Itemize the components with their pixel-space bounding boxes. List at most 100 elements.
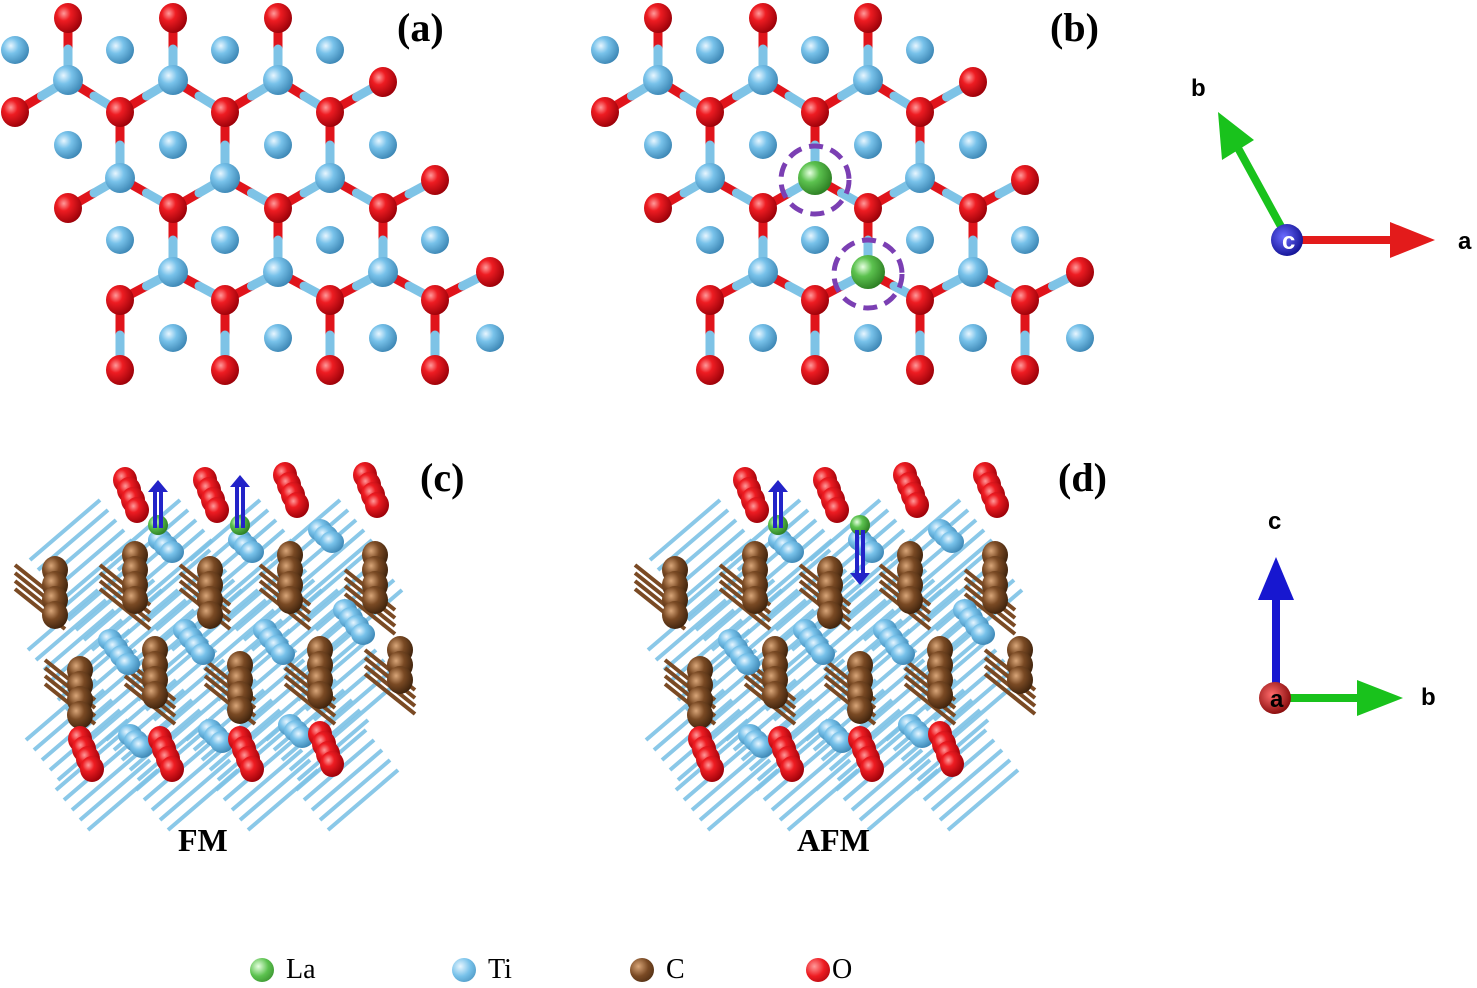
o-atom — [106, 285, 134, 315]
ti-atom — [854, 131, 882, 159]
c-atom — [362, 586, 388, 614]
ti-ti-bond — [918, 548, 992, 612]
ti-atom — [891, 643, 915, 665]
c-atom — [687, 701, 713, 729]
ti-ti-bond — [728, 498, 802, 562]
ti-atom — [801, 226, 829, 254]
ti-atom — [158, 65, 188, 95]
ti-ti-bond — [298, 548, 372, 612]
spin-arrowhead — [230, 475, 250, 487]
c-atom — [227, 696, 253, 724]
ti-ti-bond — [948, 678, 1022, 742]
c-bond — [98, 587, 152, 631]
c-atom-icon — [630, 958, 654, 982]
o-atom — [159, 3, 187, 33]
o-atom — [421, 355, 449, 385]
panel-c-structure — [13, 462, 417, 832]
ti-atom — [780, 541, 804, 563]
c-bond — [903, 682, 957, 726]
ti-atom — [263, 65, 293, 95]
ti-atom — [158, 257, 188, 287]
o-atom — [159, 193, 187, 223]
o-atom — [940, 751, 964, 777]
axis-a-dot — [1259, 682, 1291, 714]
la-atom — [768, 515, 788, 535]
legend-label-o: O — [832, 954, 853, 985]
c-atom — [662, 601, 688, 629]
ti-atom — [910, 726, 934, 748]
ti-ti-bond — [698, 758, 772, 822]
o-atom — [205, 497, 229, 523]
ti-atom — [476, 324, 504, 352]
o-atom — [854, 3, 882, 33]
ti-atom — [959, 324, 987, 352]
ti-atom — [116, 653, 140, 675]
ti-atom — [316, 226, 344, 254]
ti-ti-bond — [912, 528, 986, 592]
o-atom — [264, 3, 292, 33]
o-atom — [906, 97, 934, 127]
legend-item-la: La — [250, 952, 316, 988]
c-atom — [847, 696, 873, 724]
dopant-highlight-circle — [831, 237, 905, 311]
ti-atom — [696, 226, 724, 254]
legend-label-la: La — [286, 954, 316, 985]
la-atom — [148, 515, 168, 535]
o-atom — [696, 355, 724, 385]
ti-atom — [801, 36, 829, 64]
ti-atom — [830, 731, 854, 753]
spin-arrowhead — [850, 573, 870, 585]
ti-atom — [1066, 324, 1094, 352]
ti-atom — [53, 65, 83, 95]
c-bond — [718, 587, 772, 631]
o-atom — [1066, 257, 1094, 287]
ti-atom — [643, 65, 673, 95]
ti-atom — [320, 531, 344, 553]
ti-atom — [749, 131, 777, 159]
ti-atom — [736, 653, 760, 675]
ti-atom — [811, 643, 835, 665]
ti-atom — [271, 643, 295, 665]
ti-ti-bond — [28, 498, 102, 562]
ti-ti-bond — [778, 758, 852, 822]
axis-c-dot — [1271, 224, 1303, 256]
o-atom — [421, 285, 449, 315]
o-atom — [369, 193, 397, 223]
ti-atom — [130, 736, 154, 758]
panel-a-structure — [1, 3, 504, 385]
o-atom — [476, 257, 504, 287]
ti-atom — [315, 163, 345, 193]
axis-bottom-c-label: c — [1268, 508, 1282, 535]
o-atom — [644, 3, 672, 33]
legend-item-c: C — [630, 952, 685, 988]
o-atom — [264, 193, 292, 223]
ti-atom — [853, 65, 883, 95]
ti-atom — [696, 36, 724, 64]
ti-ti-bond — [770, 748, 844, 812]
ti-atom — [316, 36, 344, 64]
o-atom — [240, 756, 264, 782]
o-atom — [906, 355, 934, 385]
ti-ti-bond — [238, 758, 312, 822]
o-atom — [316, 285, 344, 315]
o-atom — [211, 285, 239, 315]
ti-atom — [854, 324, 882, 352]
ti-atom — [210, 731, 234, 753]
c-bond — [983, 672, 1037, 716]
o-atom — [316, 97, 344, 127]
ti-atom — [160, 541, 184, 563]
ti-ti-bond — [42, 608, 116, 672]
o-atom — [801, 97, 829, 127]
ti-atom — [264, 131, 292, 159]
c-bond — [363, 672, 417, 716]
legend-label-c: C — [666, 954, 685, 985]
ti-ti-bond — [858, 758, 932, 822]
o-atom — [749, 3, 777, 33]
o-atom-icon — [806, 958, 830, 982]
o-atom — [1011, 165, 1039, 195]
o-atom — [854, 193, 882, 223]
ti-atom — [368, 257, 398, 287]
c-atom — [742, 586, 768, 614]
c-bond — [343, 592, 397, 636]
ti-atom — [369, 324, 397, 352]
